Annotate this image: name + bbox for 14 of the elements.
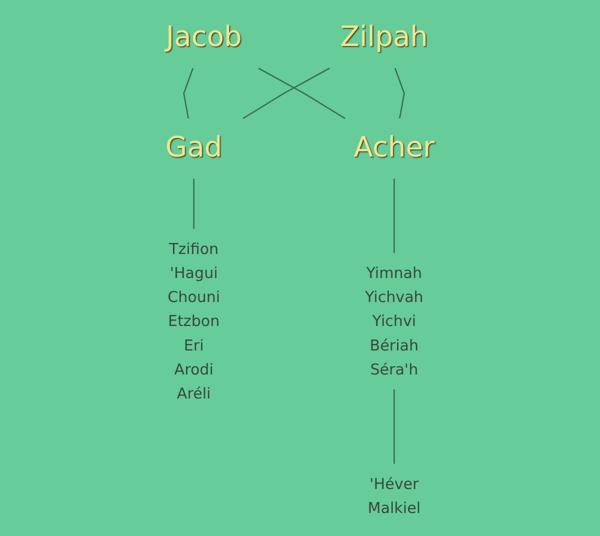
connector [242,68,330,119]
node-text: Gad [165,130,222,164]
node-text: Acher [354,130,435,164]
connector [394,389,395,464]
node-text: Jacob [166,20,242,54]
node-text: Yimnah Yichvah Yichvi Bériah Séra'h [364,264,424,378]
node-text: 'Héver Malkiel [368,474,421,517]
node-text: Zilpah [340,20,428,54]
connector [258,68,346,119]
node-text: Tzifion 'Hagui Chouni Etzbon Eri Arodi Aréli [168,240,220,402]
connector [394,68,405,119]
connector [183,68,194,119]
connector [193,178,194,229]
connector [394,178,395,253]
